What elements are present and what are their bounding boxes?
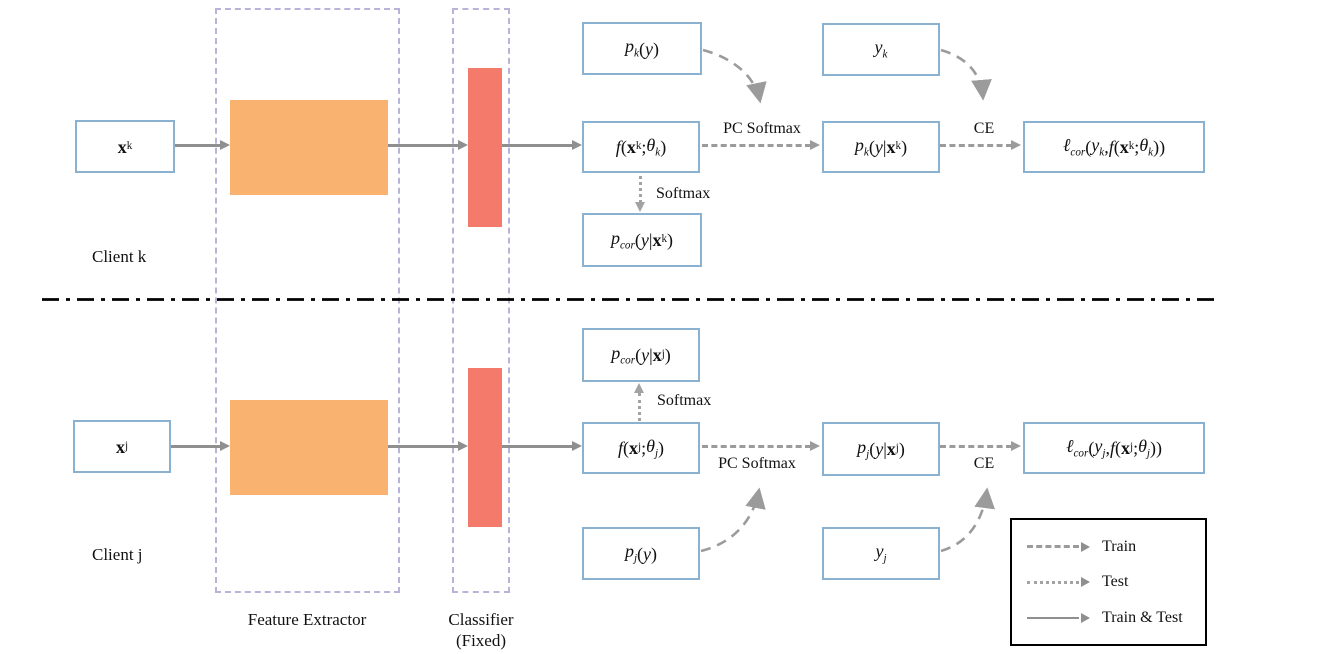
arrowhead-icon	[458, 140, 468, 150]
client-j-truth-box: yj	[822, 527, 940, 580]
ce-label-k: CE	[973, 120, 995, 137]
feature-extractor-block-client-j	[230, 400, 388, 495]
dashed-arrow-icon	[1027, 545, 1079, 548]
arrowhead-icon	[634, 383, 644, 393]
arrowhead-icon	[572, 140, 582, 150]
arrow-k-prior-to-pc-softmax	[702, 48, 767, 104]
arrow-j-classifier-to-logits	[502, 445, 573, 448]
feature-extractor-region	[215, 8, 400, 593]
client-k-truth-box: yk	[822, 23, 940, 76]
arrow-j-truth-to-ce	[940, 487, 995, 553]
arrow-j-feature-to-classifier	[388, 445, 459, 448]
feature-extractor-caption: Feature Extractor	[247, 610, 367, 629]
arrow-k-truth-to-ce	[940, 48, 992, 101]
arrowhead-icon	[220, 140, 230, 150]
arrowhead-icon	[1081, 612, 1090, 623]
dotted-arrow-icon	[1027, 580, 1079, 584]
classifier-block-client-k	[468, 68, 502, 227]
client-k-prior-box: pk(y)	[582, 22, 702, 75]
client-k-title: Client k	[92, 247, 147, 266]
arrow-j-input-to-feature	[171, 445, 221, 448]
legend-row-train: Train	[1027, 538, 1205, 556]
arrowhead-icon	[1081, 577, 1090, 587]
legend-label-train: Train	[1102, 537, 1137, 555]
softmax-label-j: Softmax	[657, 392, 712, 409]
client-j-prior-box: pj(y)	[582, 527, 700, 580]
arrowhead-icon	[458, 441, 468, 451]
arrowhead-icon	[220, 441, 230, 451]
pc-softmax-label-k: PC Softmax	[723, 120, 801, 137]
legend-label-test: Test	[1102, 573, 1129, 590]
arrowhead-icon	[1011, 140, 1021, 150]
solid-arrow-icon	[1027, 616, 1079, 619]
arrow-j-softmax	[638, 393, 641, 421]
arrow-k-classifier-to-logits	[502, 144, 573, 147]
arrowhead-icon	[572, 441, 582, 451]
arrow-j-prior-to-pc-softmax	[700, 487, 766, 553]
classifier-caption: Classifier	[448, 610, 514, 629]
arrowhead-icon	[810, 140, 820, 150]
classifier-block-client-j	[468, 368, 502, 527]
pc-softmax-label-j: PC Softmax	[718, 455, 796, 472]
arrow-k-input-to-feature	[175, 144, 221, 147]
client-j-title: Client j	[92, 545, 143, 564]
legend-label-train-and-test: Train & Test	[1102, 608, 1183, 626]
arrowhead-icon	[810, 441, 820, 451]
legend-row-train-and-test: Train & Test	[1027, 609, 1205, 627]
feature-extractor-block-client-k	[230, 100, 388, 195]
arrow-k-ce	[940, 144, 1012, 147]
arrowhead-icon	[1081, 541, 1090, 552]
arrow-k-feature-to-classifier	[388, 144, 459, 147]
classifier-fixed-note: (Fixed)	[455, 631, 507, 650]
arrowhead-icon	[635, 202, 645, 212]
arrow-k-pc-softmax	[702, 144, 811, 147]
arrow-j-ce	[940, 445, 1012, 448]
legend: Train Test Train & Test	[1010, 518, 1207, 646]
arrow-j-pc-softmax	[702, 445, 811, 448]
legend-row-test: Test	[1027, 573, 1205, 591]
arrow-k-softmax	[639, 176, 642, 203]
softmax-label-k: Softmax	[656, 185, 711, 202]
arrowhead-icon	[1011, 441, 1021, 451]
ce-label-j: CE	[973, 455, 995, 472]
